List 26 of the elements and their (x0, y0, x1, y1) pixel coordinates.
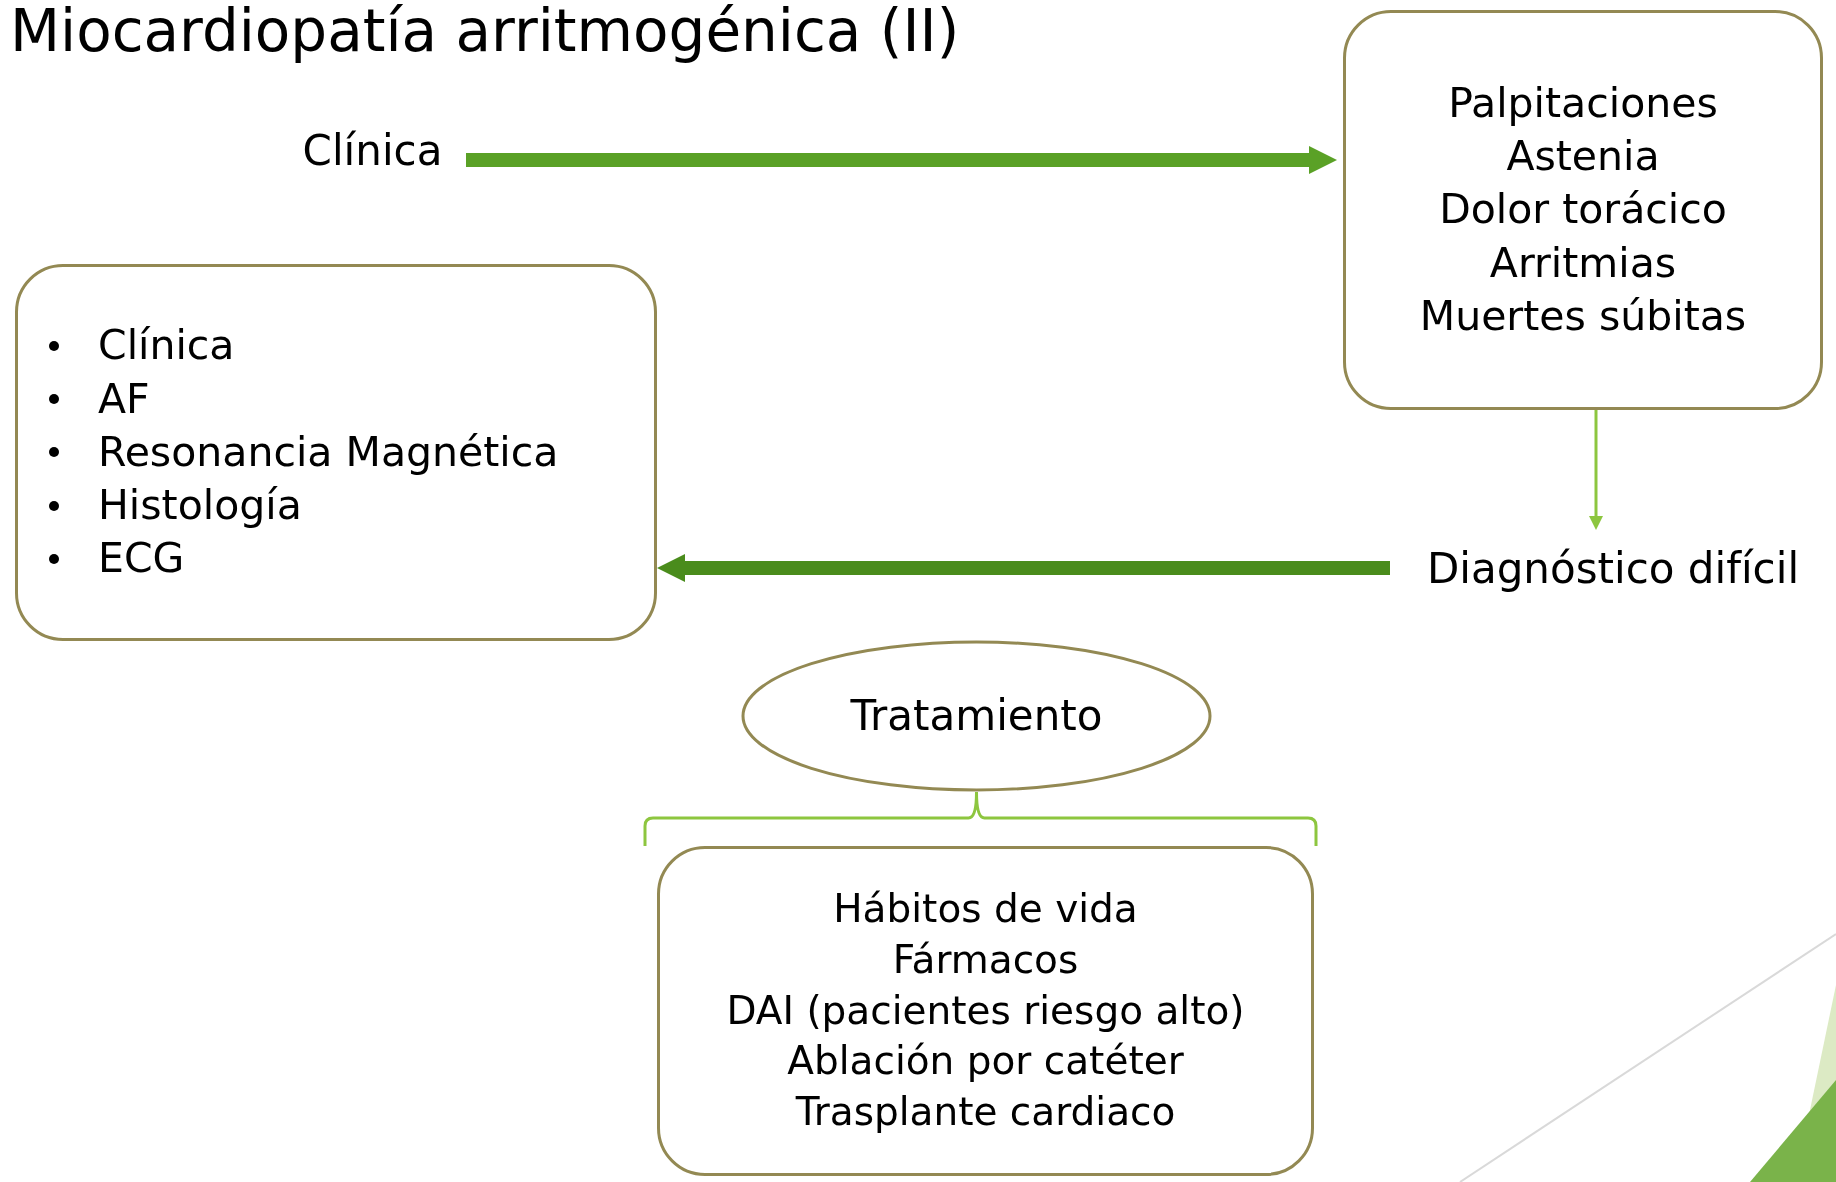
list-item: ECG (98, 533, 185, 585)
node-text: Ablación por catéter (787, 1037, 1184, 1086)
node-text: Fármacos (892, 935, 1079, 984)
arrow (657, 554, 1390, 582)
rounded-box (15, 264, 657, 641)
slide-title: Miocardiopatía arritmogénica (II) (10, 0, 960, 64)
list-item: Histología (98, 480, 302, 532)
node-text: Trasplante cardiaco (795, 1088, 1176, 1137)
list-item: Clínica (98, 320, 235, 372)
arrow (466, 146, 1337, 174)
node-text: Dolor torácico (1439, 184, 1727, 236)
ellipse-node (741, 640, 1212, 792)
list-item: Resonancia Magnética (98, 426, 559, 478)
node-text: Astenia (1506, 131, 1660, 183)
node-text: Palpitaciones (1448, 77, 1718, 129)
node-text: DAI (pacientes riesgo alto) (726, 986, 1245, 1035)
rounded-box (1343, 10, 1823, 410)
rounded-box (657, 846, 1314, 1176)
node-text: Clínica (285, 112, 460, 188)
arrow (1589, 410, 1603, 530)
node-text: Diagnóstico difícil (1390, 530, 1836, 606)
node-text: Arritmias (1489, 237, 1677, 289)
node-text: Hábitos de vida (833, 885, 1138, 934)
node-text: Tratamiento (850, 689, 1103, 742)
list-item: AF (98, 373, 150, 425)
node-text: Muertes súbitas (1419, 290, 1747, 342)
